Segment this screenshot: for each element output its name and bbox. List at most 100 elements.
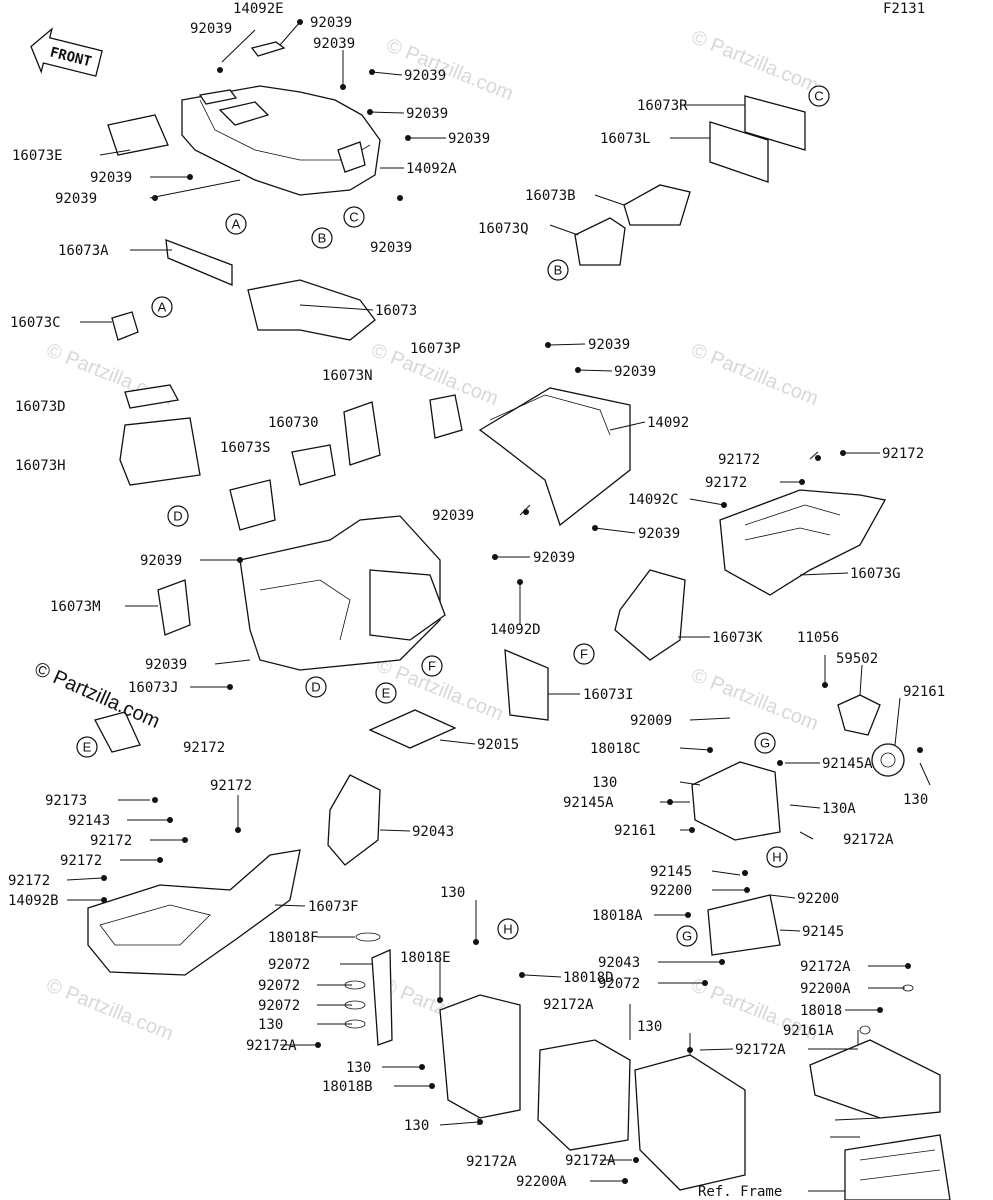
callout-b: B	[311, 227, 333, 249]
part-label: 92039	[638, 526, 680, 542]
diagram-code: F2131	[883, 1, 925, 17]
part-label: 16073A	[58, 243, 109, 259]
part-label: 92172A	[543, 997, 594, 1013]
svg-text:A: A	[158, 300, 167, 315]
part-label: 92172	[183, 740, 225, 756]
part-label: 130	[592, 775, 617, 791]
part-label: 92039	[55, 191, 97, 207]
svg-text:A: A	[232, 217, 241, 232]
part-label: 16073	[375, 303, 417, 319]
watermark: © Partzilla.com	[688, 26, 821, 97]
callout-h: H	[766, 846, 788, 868]
callout-b: B	[547, 259, 569, 281]
part-label: 92039	[90, 170, 132, 186]
part-label: 92172	[882, 446, 924, 462]
part-label: 92072	[258, 998, 300, 1014]
part-label: 92039	[313, 36, 355, 52]
callout-a: A	[151, 296, 173, 318]
part-label: 16073L	[600, 131, 651, 147]
part-label: 130	[346, 1060, 371, 1076]
part-label: 16073I	[583, 687, 634, 703]
bolt-markers	[101, 19, 923, 1184]
part-label: 16073P	[410, 341, 461, 357]
part-label: 92039	[370, 240, 412, 256]
part-label: 16073N	[322, 368, 373, 384]
part-label: 92161A	[783, 1023, 834, 1039]
part-label: 92039	[190, 21, 232, 37]
part-label: 14092D	[490, 622, 541, 638]
part-label: 16073S	[220, 440, 271, 456]
part-label: 92172A	[843, 832, 894, 848]
part-label: 130	[440, 885, 465, 901]
callout-g: G	[754, 732, 776, 754]
part-label: 14092E	[233, 1, 284, 17]
part-label: 92200	[650, 883, 692, 899]
part-label: 92039	[145, 657, 187, 673]
part-label: 92145A	[563, 795, 614, 811]
part-label: 92039	[432, 508, 474, 524]
svg-text:H: H	[503, 922, 512, 937]
part-label: 92143	[68, 813, 110, 829]
callout-e: E	[76, 736, 98, 758]
part-label: 18018D	[563, 970, 614, 986]
part-label: 92039	[404, 68, 446, 84]
part-label: 92172A	[466, 1154, 517, 1170]
callout-g: G	[676, 925, 698, 947]
part-label: 92145A	[822, 756, 873, 772]
part-label: 92172	[718, 452, 760, 468]
part-label: 92172	[90, 833, 132, 849]
part-label: 14092C	[628, 492, 679, 508]
part-label: 16073K	[712, 630, 763, 646]
part-label: 18018A	[592, 908, 643, 924]
callout-d: D	[167, 505, 189, 527]
part-label: 18018	[800, 1003, 842, 1019]
svg-text:B: B	[318, 231, 327, 246]
svg-text:G: G	[760, 736, 770, 751]
part-label: 16073C	[10, 315, 61, 331]
part-label: 92039	[533, 550, 575, 566]
part-label: 92145	[650, 864, 692, 880]
part-label: 14092A	[406, 161, 457, 177]
part-label: 92039	[310, 15, 352, 31]
part-label: 11056	[797, 630, 839, 646]
part-label: 92039	[406, 106, 448, 122]
part-label: 16073M	[50, 599, 101, 615]
part-label: 92039	[140, 553, 182, 569]
part-label: 18018B	[322, 1079, 373, 1095]
part-label: 16073J	[128, 680, 179, 696]
part-label: 92039	[448, 131, 490, 147]
part-label: 92200	[797, 891, 839, 907]
part-label: 92172	[60, 853, 102, 869]
svg-text:C: C	[814, 89, 823, 104]
part-label: 92072	[268, 957, 310, 973]
svg-text:F: F	[428, 659, 436, 674]
part-label: 92172	[8, 873, 50, 889]
part-label: 92161	[903, 684, 945, 700]
part-label: 18018E	[400, 950, 451, 966]
callout-f: F	[421, 655, 443, 677]
part-label: 160730	[268, 415, 319, 431]
part-label: 92172	[210, 778, 252, 794]
part-label: 92039	[614, 364, 656, 380]
part-label: 18018C	[590, 741, 641, 757]
part-label: 92009	[630, 713, 672, 729]
svg-text:B: B	[554, 263, 563, 278]
callout-a: A	[225, 213, 247, 235]
part-label: 92043	[412, 824, 454, 840]
watermark: © Partzilla.com	[688, 664, 821, 735]
part-label: 130	[903, 792, 928, 808]
part-label: 92173	[45, 793, 87, 809]
part-label: 16073G	[850, 566, 901, 582]
part-label: 130	[258, 1017, 283, 1033]
part-label: 92172A	[800, 959, 851, 975]
callout-c: C	[343, 206, 365, 228]
callout-e: E	[375, 682, 397, 704]
svg-text:G: G	[682, 929, 692, 944]
svg-text:D: D	[311, 680, 320, 695]
part-label: 92172A	[246, 1038, 297, 1054]
part-label: 16073R	[637, 98, 688, 114]
svg-text:F: F	[580, 647, 588, 662]
front-arrow-icon: FRONT	[30, 27, 103, 77]
